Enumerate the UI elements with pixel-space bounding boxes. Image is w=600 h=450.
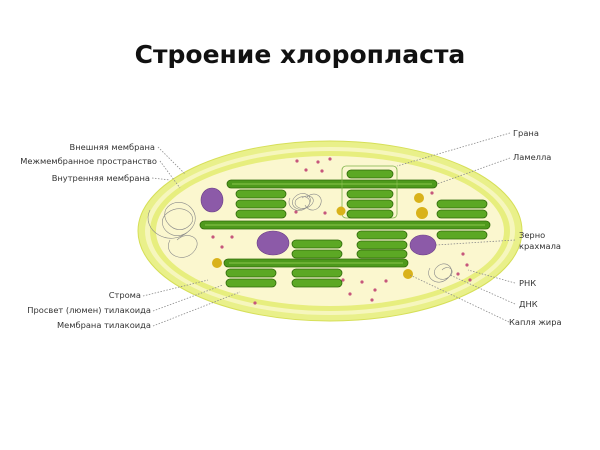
- label-stroma: Строма: [109, 290, 141, 300]
- starch-grain: [200, 187, 224, 213]
- dna-loops: [147, 193, 453, 283]
- diagram-title: Строение хлоропласта: [134, 40, 466, 69]
- label-inner-membrane: Внутренняя мембрана: [52, 173, 150, 183]
- label-lipid-droplet: Капля жира: [509, 317, 562, 327]
- label-starch-grain-line1: Зерно: [519, 230, 545, 240]
- label-thylakoid-lumen: Просвет (люмен) тилакоида: [27, 305, 151, 315]
- label-granum: Грана: [513, 128, 539, 138]
- label-dna: ДНК: [519, 299, 538, 309]
- leader-lines: [142, 132, 516, 327]
- lipid-droplet: [212, 258, 222, 268]
- label-outer-membrane: Внешняя мембрана: [70, 142, 155, 152]
- label-rna: РНК: [519, 278, 536, 288]
- label-lamella: Ламелла: [513, 152, 551, 162]
- label-starch-grain-line2: крахмала: [519, 241, 561, 251]
- starch-grain: [256, 230, 290, 256]
- ribosome-dots: [211, 157, 472, 305]
- lipid-droplet: [403, 269, 413, 279]
- label-intermembrane-space: Межмембранное пространство: [20, 156, 157, 166]
- lipid-droplet: [336, 206, 346, 216]
- lipid-droplet: [414, 193, 424, 203]
- lipid-droplet: [416, 207, 428, 219]
- starch-grain: [409, 234, 437, 256]
- label-thylakoid-membrane: Мембрана тилакоида: [57, 320, 151, 330]
- grana-stacks: [205, 165, 488, 288]
